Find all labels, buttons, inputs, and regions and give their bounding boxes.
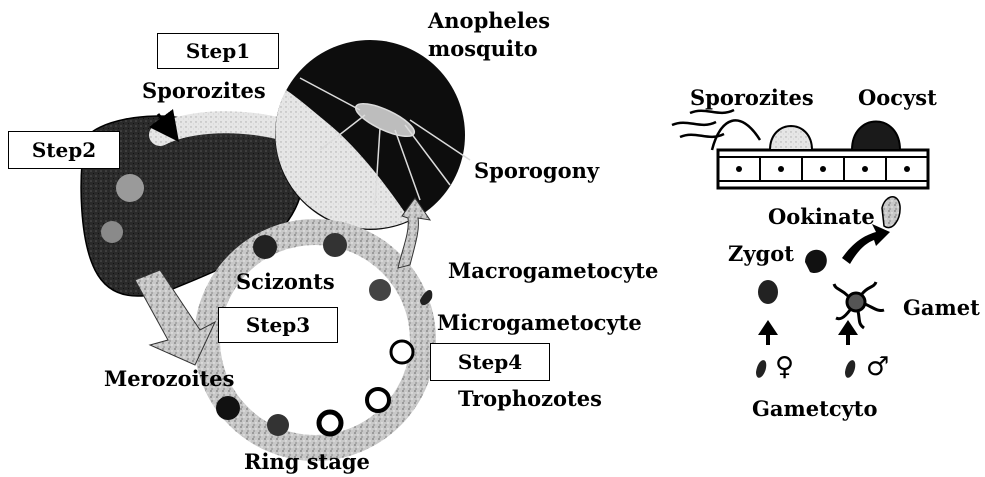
step2-label: Step2 (32, 138, 96, 162)
male-gametocyte (845, 360, 855, 378)
zygot-shape (805, 250, 827, 273)
gamet-label: Gamet (903, 297, 980, 318)
zygot-label: Zygot (728, 243, 794, 264)
step2-box: Step2 (8, 131, 120, 169)
male-gamete (834, 282, 884, 328)
oocyst-label: Oocyst (858, 87, 937, 108)
trophozoites-label: Trophozotes (458, 388, 602, 409)
macrogametocyte-label: Macrogametocyte (448, 260, 658, 281)
male-symbol: ♂ (866, 354, 889, 380)
step1-label: Step1 (186, 39, 250, 63)
female-up-arrow (758, 320, 778, 345)
oocyst-open (770, 126, 812, 150)
step3-box: Step3 (218, 307, 338, 343)
oocyst-closed (852, 122, 900, 151)
female-gamete (758, 280, 778, 304)
mosquito-label: mosquito (428, 38, 538, 59)
anopheles-label: Anopheles (428, 10, 550, 31)
male-up-arrow (838, 320, 858, 345)
merozoites-label: Merozoites (104, 368, 234, 389)
inset-sporozoites-label: Sporozites (690, 87, 814, 108)
ring-stage-label: Ring stage (244, 451, 370, 472)
ookinate-label: Ookinate (768, 206, 875, 227)
gametcyto-label: Gametcyto (752, 398, 878, 419)
liver-cell-2 (101, 221, 123, 243)
zygot-to-ookinate-arrow (842, 224, 890, 264)
step4-box: Step4 (430, 343, 550, 381)
ookinate-shape (882, 197, 900, 228)
midgut-wall (718, 150, 928, 188)
liver-cell-1 (116, 174, 144, 202)
step4-label: Step4 (458, 350, 522, 374)
sporozoites-label: Sporozites (142, 80, 266, 101)
released-sporozoites (672, 110, 760, 150)
step3-label: Step3 (246, 313, 310, 337)
microgametocyte-label: Microgametocyte (437, 312, 642, 333)
scizonts-label: Scizonts (236, 271, 335, 292)
female-gametocyte (756, 360, 766, 378)
female-symbol: ♀ (775, 354, 794, 380)
sporogony-label: Sporogony (474, 160, 599, 181)
sporozoite-stream (160, 122, 285, 135)
step1-box: Step1 (157, 33, 279, 69)
